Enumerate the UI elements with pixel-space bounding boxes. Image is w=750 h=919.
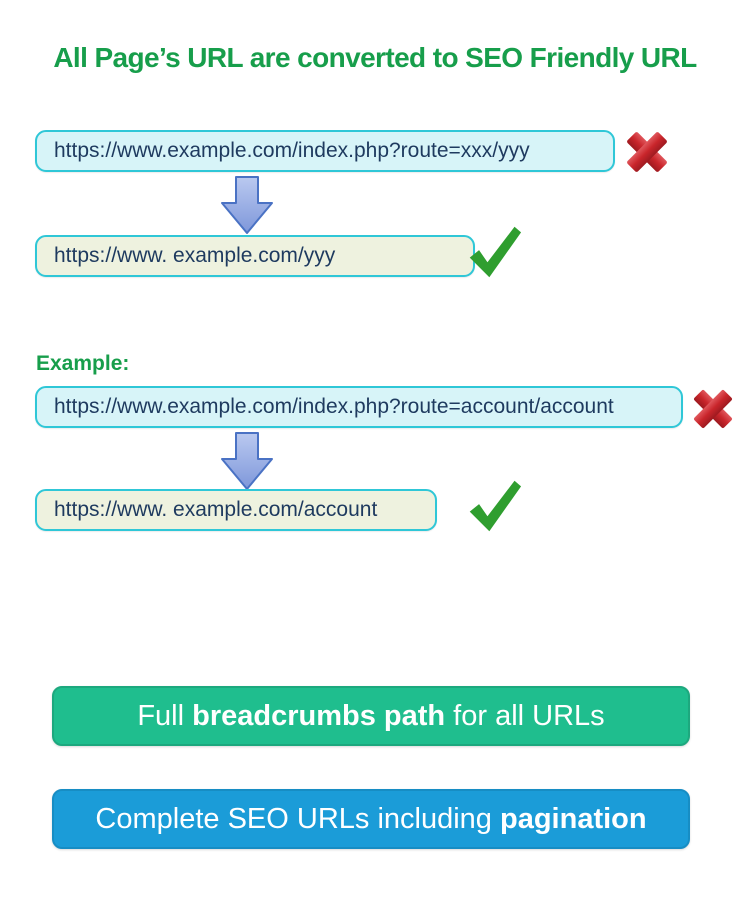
banner-text-prefix: Complete SEO URLs including [95, 802, 500, 835]
red-x-icon [626, 131, 668, 178]
banner-text-prefix: Full [137, 699, 193, 732]
banner-text-suffix: for all URLs [445, 699, 605, 732]
banner-breadcrumbs: Full breadcrumbs path for all URLs [52, 686, 690, 746]
url-text: https://www.example.com/index.php?route=… [54, 139, 530, 162]
red-x-icon [693, 389, 733, 434]
green-check-icon [466, 478, 522, 539]
url-box-after-generic: https://www. example.com/yyy [35, 235, 475, 277]
example-label: Example: [36, 352, 130, 375]
url-box-before-account: https://www.example.com/index.php?route=… [35, 386, 683, 428]
page-title: All Page’s URL are converted to SEO Frie… [53, 42, 697, 73]
green-check-icon [466, 224, 522, 285]
url-box-before-generic: https://www.example.com/index.php?route=… [35, 130, 615, 172]
banner-text-highlight: breadcrumbs path [192, 699, 446, 732]
url-text: https://www. example.com/account [54, 498, 378, 521]
down-arrow-icon [221, 432, 273, 495]
banner-text-highlight: pagination [499, 802, 647, 835]
url-text: https://www. example.com/yyy [54, 244, 336, 267]
banner-pagination: Complete SEO URLs including pagination [52, 789, 690, 849]
url-text: https://www.example.com/index.php?route=… [54, 395, 614, 418]
url-box-after-account: https://www. example.com/account [35, 489, 437, 531]
down-arrow-icon [221, 176, 273, 239]
